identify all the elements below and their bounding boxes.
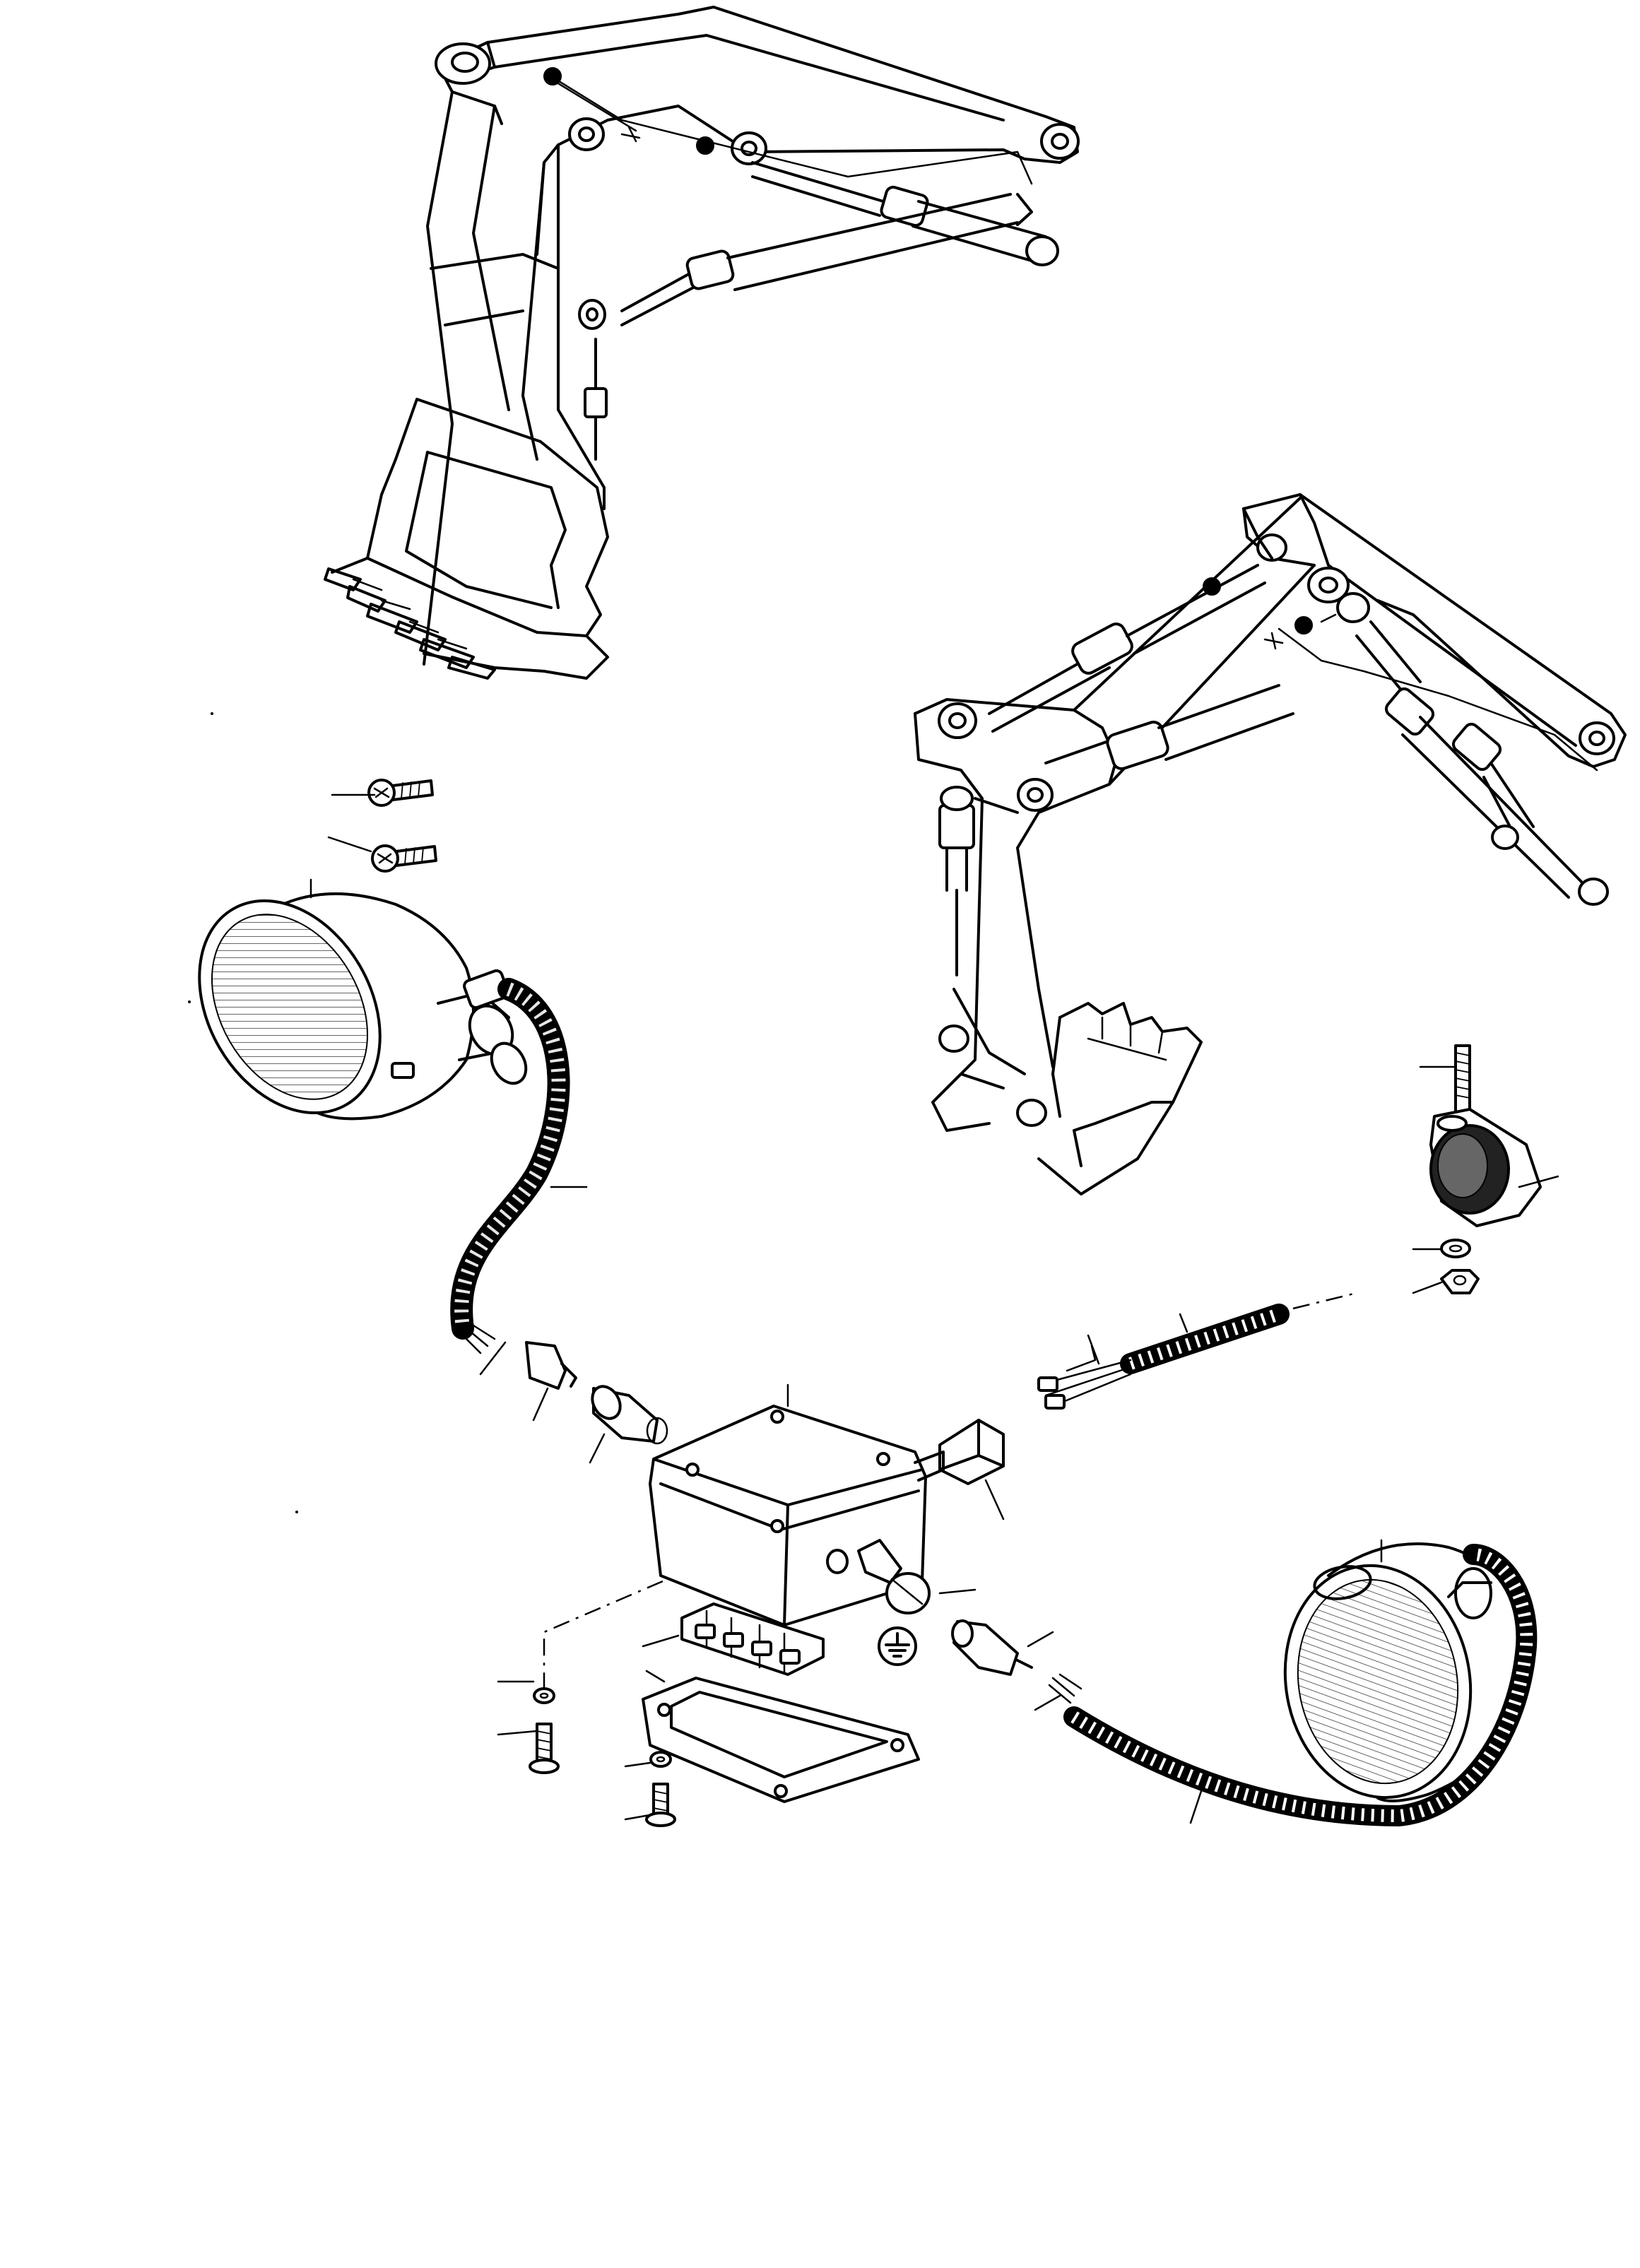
mounting-bolt-right (1454, 1044, 1471, 1114)
callout-line (624, 1813, 655, 1821)
washer-center (649, 1751, 672, 1768)
washer-right (1440, 1239, 1471, 1258)
work-lamp-left (198, 892, 528, 1121)
callout-line (497, 1730, 538, 1736)
screw-upper (367, 779, 434, 807)
callout-line (1412, 1281, 1443, 1294)
fuse-block (680, 1602, 825, 1676)
screw-left-bottom (529, 1723, 560, 1774)
callout-line (327, 836, 372, 853)
assembly-line-upper-right (1292, 1292, 1357, 1310)
assembly-line-box (543, 1580, 663, 1689)
ground-terminal (857, 1539, 931, 1614)
callout-line (984, 1479, 1005, 1520)
screw-center-bottom (645, 1783, 676, 1827)
connector-socket-left (591, 1385, 668, 1445)
connector-plug-right (951, 1619, 1033, 1676)
callout-line (1518, 1175, 1559, 1188)
callout-line (1027, 1631, 1054, 1648)
connector-plug-left (525, 1341, 577, 1390)
cable-gland-right (914, 1419, 1005, 1485)
nut-right (1440, 1269, 1480, 1294)
callout-leaders (309, 793, 1559, 1824)
ground-symbol-icon (878, 1626, 917, 1666)
lamp-clamp (1429, 1108, 1542, 1227)
callout-line (1179, 1313, 1188, 1333)
wire-bundle-right (1037, 1359, 1132, 1410)
callout-line (1189, 1790, 1203, 1824)
callout-line (532, 1387, 549, 1422)
loom-cable-left-wrap (452, 980, 568, 1337)
callout-line (1087, 1334, 1100, 1365)
callout-line (479, 1341, 507, 1376)
work-lamp-right (1283, 1542, 1526, 1802)
callout-line (624, 1761, 651, 1768)
callout-line (642, 1634, 680, 1648)
junction-box (649, 1405, 927, 1626)
backhoe-arm-side-view (914, 493, 1627, 1195)
callout-line (1034, 1694, 1061, 1711)
screw-lower (371, 844, 437, 873)
callout-line (1066, 1345, 1097, 1372)
backhoe-arm-front-view (324, 6, 1080, 680)
callout-line (589, 1433, 606, 1464)
wire-ends-right (1048, 1673, 1082, 1704)
callout-line (645, 1670, 666, 1683)
callout-line (938, 1588, 977, 1595)
washer-left (533, 1687, 555, 1704)
box-base-gasket (642, 1677, 920, 1803)
wire-ends-left (458, 1324, 496, 1354)
